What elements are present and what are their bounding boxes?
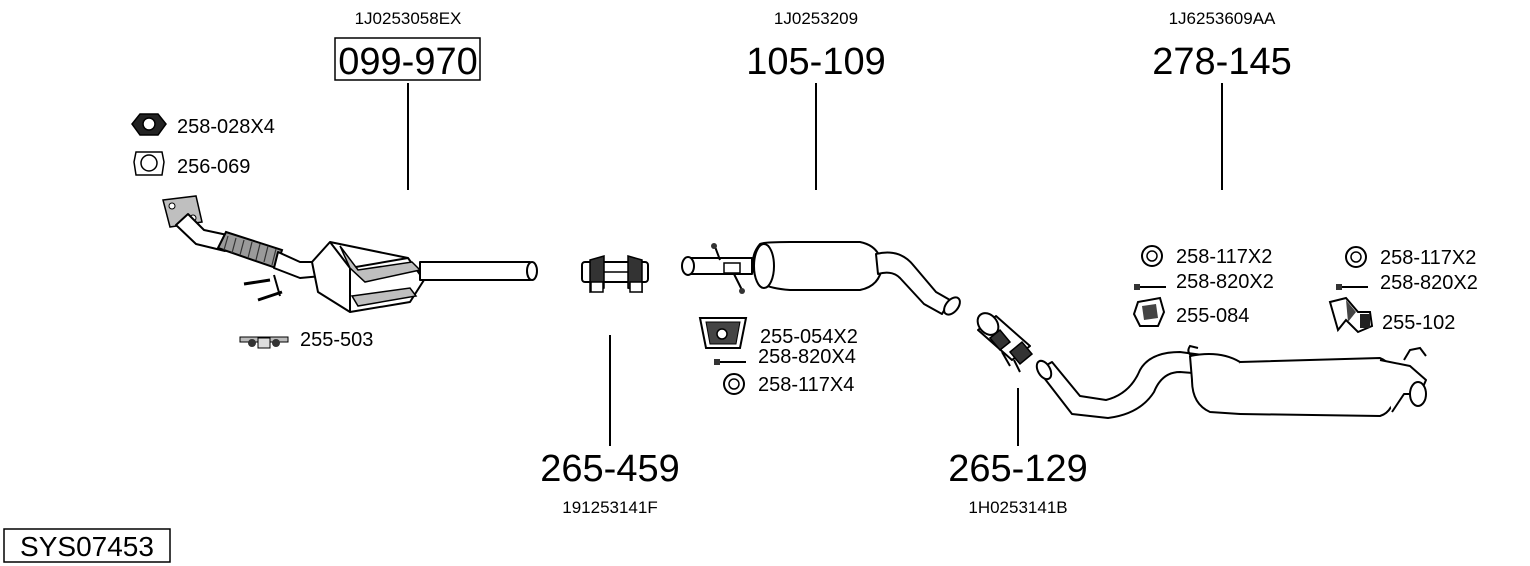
system-code-box: [3, 528, 171, 563]
part-number-265-459[interactable]: 265-459: [540, 448, 679, 490]
accessory-label-255-102[interactable]: 255-102: [1382, 312, 1455, 334]
oe-number-099-970: 1J0253058EX: [355, 9, 462, 28]
accessory-label-255-503[interactable]: 255-503: [300, 329, 373, 351]
accessory-label-258-117x2-a[interactable]: 258-117X2: [1176, 246, 1272, 268]
rubber-hanger-icon: [1132, 296, 1166, 327]
pipe-clamp-265-459[interactable]: [581, 255, 649, 293]
part-number-099-970[interactable]: 099-970: [338, 41, 477, 83]
pipe-clamp-265-129[interactable]: [973, 309, 1034, 373]
rear-muffler-278-145[interactable]: [1034, 344, 1427, 419]
bolt-icon: [714, 359, 746, 365]
gasket-icon: [133, 151, 165, 176]
washer-icon: [1345, 246, 1367, 268]
accessory-label-258-820x2-b[interactable]: 258-820X2: [1380, 272, 1478, 294]
middle-muffler-105-109[interactable]: [681, 241, 963, 318]
washer-icon: [1141, 245, 1163, 267]
rubber-mount-icon: [239, 336, 289, 349]
bolt-icon: [1134, 284, 1166, 290]
accessory-label-255-054x2[interactable]: 255-054X2: [760, 326, 858, 348]
oe-number-278-145: 1J6253609AA: [1169, 9, 1276, 28]
part-number-105-109[interactable]: 105-109: [746, 41, 885, 83]
nut-icon: [131, 113, 167, 136]
accessory-label-256-069[interactable]: 256-069: [177, 156, 250, 178]
accessory-label-255-084[interactable]: 255-084: [1176, 305, 1249, 327]
system-code: SYS07453: [20, 531, 154, 562]
accessory-label-258-117x2-b[interactable]: 258-117X2: [1380, 247, 1476, 269]
part-number-box: [334, 37, 481, 81]
catalytic-converter-assembly[interactable]: [162, 195, 538, 313]
rubber-hanger-icon: [698, 317, 748, 349]
washer-icon: [723, 373, 745, 395]
part-number-278-145[interactable]: 278-145: [1152, 41, 1291, 83]
accessory-label-258-117x4[interactable]: 258-117X4: [758, 374, 854, 396]
part-number-265-129[interactable]: 265-129: [948, 448, 1087, 490]
accessory-label-258-820x4[interactable]: 258-820X4: [758, 346, 856, 368]
accessory-label-258-820x2-a[interactable]: 258-820X2: [1176, 271, 1274, 293]
oe-number-265-459: 191253141F: [562, 498, 657, 517]
bracket-icon: [1328, 296, 1374, 334]
accessory-label-258-028x4[interactable]: 258-028X4: [177, 116, 275, 138]
oe-number-105-109: 1J0253209: [774, 9, 858, 28]
oe-number-265-129: 1H0253141B: [968, 498, 1067, 517]
bolt-icon: [1336, 284, 1368, 290]
